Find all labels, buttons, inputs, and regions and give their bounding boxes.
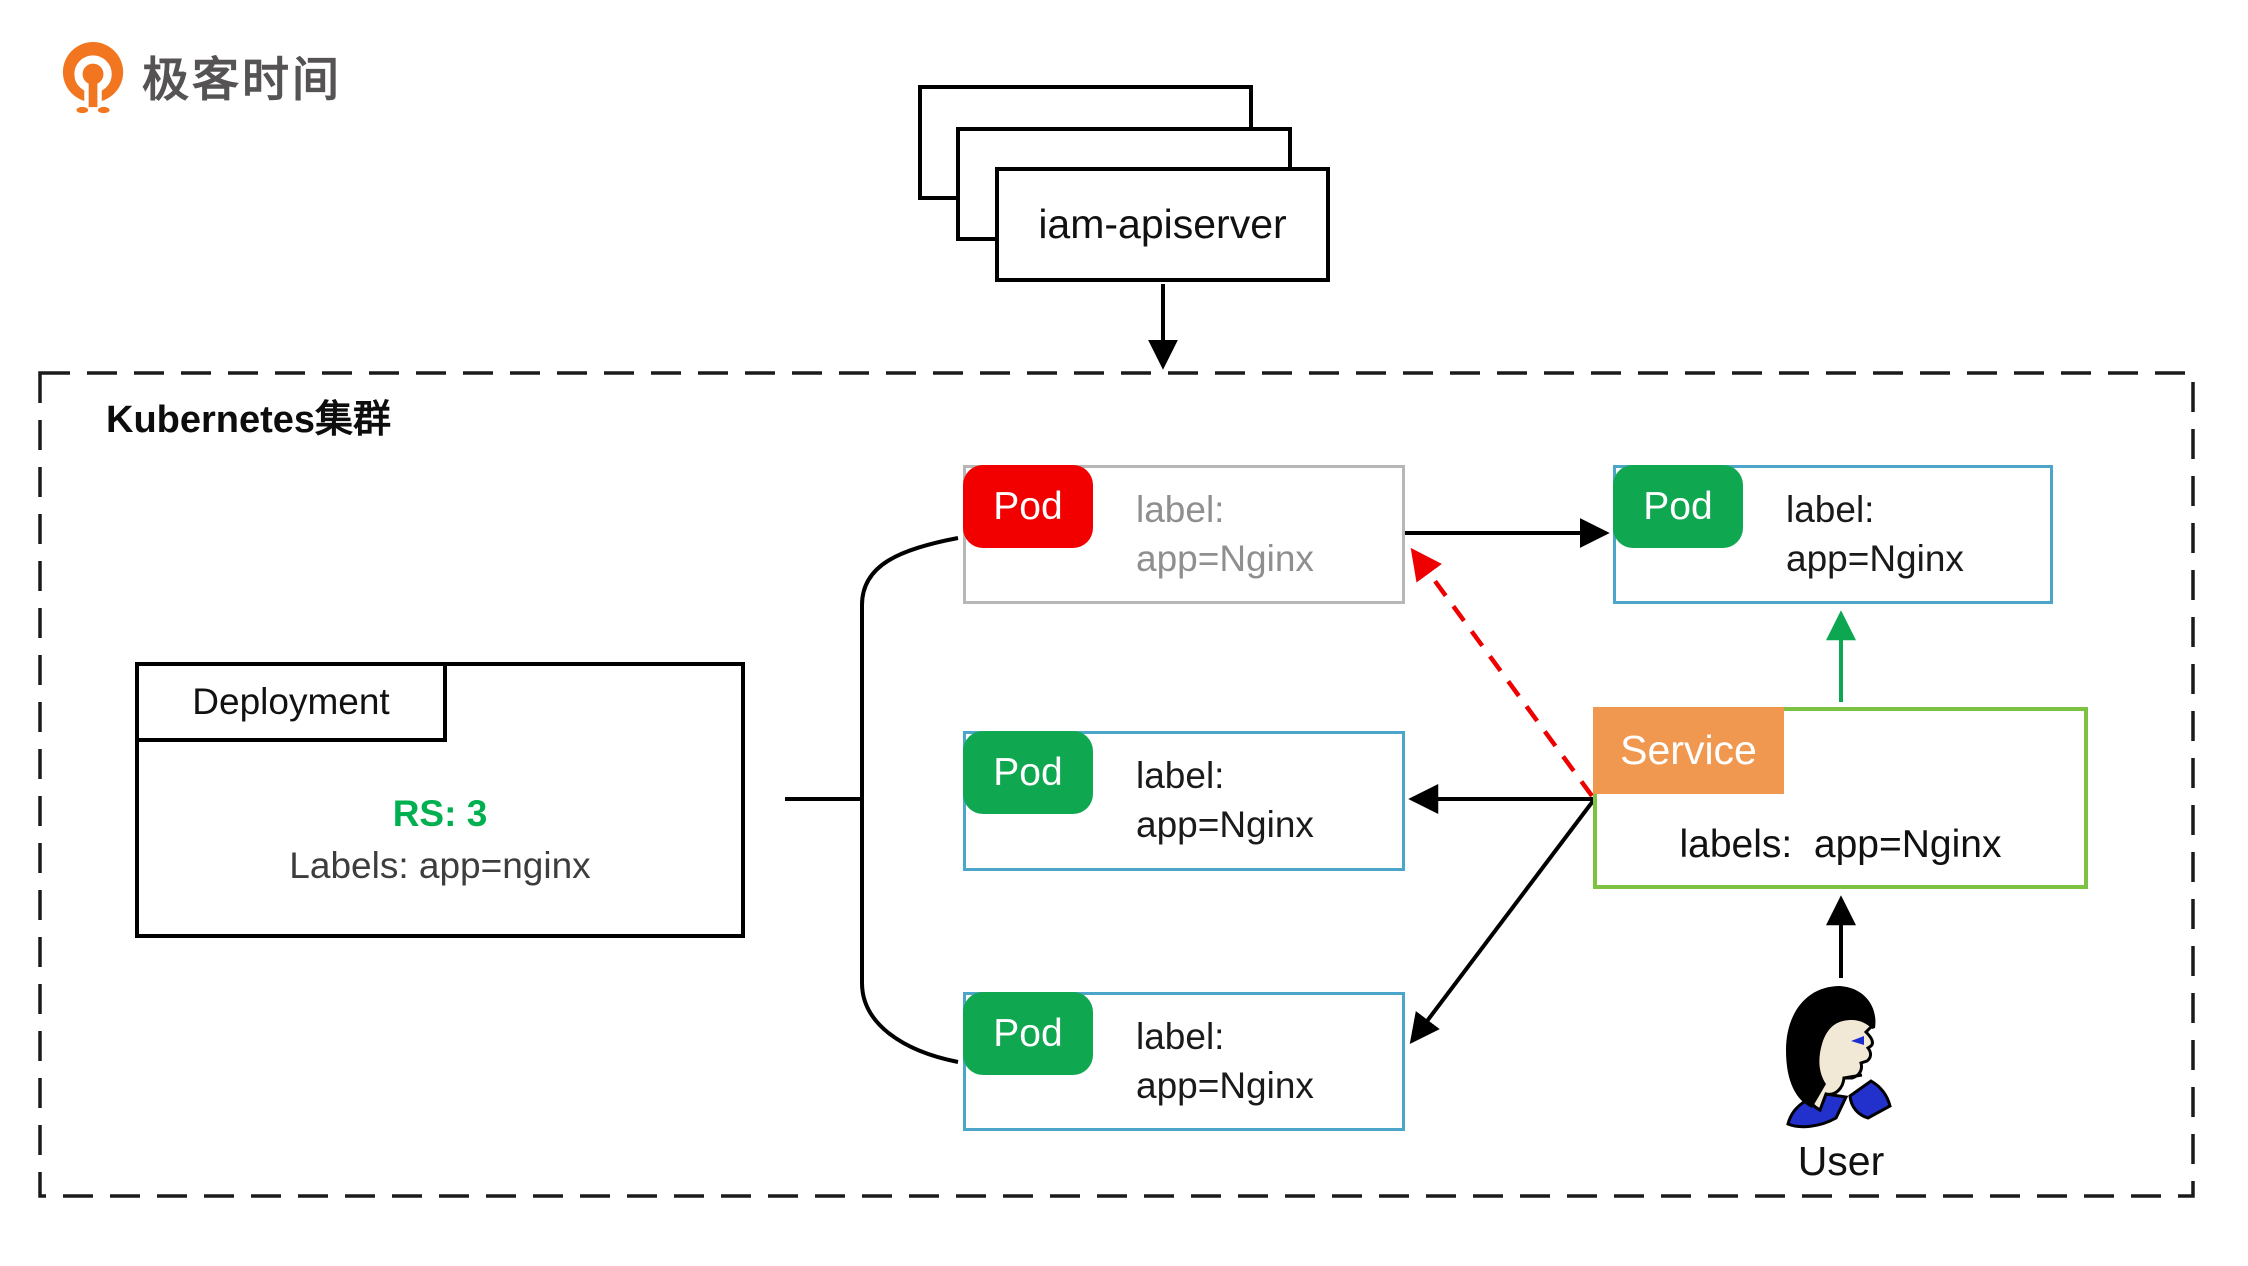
deployment-box: Deployment RS: 3 Labels: app=nginx xyxy=(135,662,745,938)
pod-box-3: Pod label: app=Nginx xyxy=(963,992,1405,1131)
pod-2-label: label: app=Nginx xyxy=(1136,734,1314,868)
service-badge: Service xyxy=(1593,707,1784,794)
pod-2-badge: Pod xyxy=(963,731,1093,814)
deployment-labels-line: Labels: app=nginx xyxy=(289,845,591,886)
pod-3-badge: Pod xyxy=(963,992,1093,1075)
geektime-logo: 极客时间 xyxy=(60,38,342,116)
pod-1-label-line1: label: xyxy=(1136,488,1225,530)
deployment-brace xyxy=(860,536,959,1064)
geektime-logo-icon xyxy=(62,42,124,114)
deployment-rs-line: RS: 3 xyxy=(392,793,488,834)
user-label: User xyxy=(1797,1138,1885,1184)
pod-4-label: label: app=Nginx xyxy=(1786,468,1964,601)
pod-3-label-line1: label: xyxy=(1136,1015,1225,1057)
service-labels-line: labels: app=Nginx xyxy=(1679,823,2002,866)
deployment-title-tab: Deployment xyxy=(135,662,447,742)
pod-box-1: Pod label: app=Nginx xyxy=(963,465,1405,604)
arrow-service-to-pod1-red-dashed xyxy=(1410,547,1594,798)
pod-2-label-line1: label: xyxy=(1136,755,1225,797)
arrow-service-to-pod3 xyxy=(1409,799,1595,1044)
apiserver-label: iam-apiserver xyxy=(1038,201,1287,247)
pod-4-badge: Pod xyxy=(1613,465,1743,548)
cluster-label: Kubernetes集群 xyxy=(106,399,392,441)
apiserver-stack-box-front: iam-apiserver xyxy=(995,167,1330,282)
pod-1-label: label: app=Nginx xyxy=(1136,468,1314,601)
pod-box-2: Pod label: app=Nginx xyxy=(963,731,1405,871)
deployment-title: Deployment xyxy=(192,681,390,722)
cluster-dashed-border xyxy=(38,371,2195,1198)
geektime-logo-text: 极客时间 xyxy=(142,52,342,106)
pod-3-label-line2: app=Nginx xyxy=(1136,1064,1314,1106)
pod-box-4: Pod label: app=Nginx xyxy=(1613,465,2053,604)
user-icon xyxy=(1786,986,1892,1129)
pod-1-badge: Pod xyxy=(963,465,1093,548)
deployment-body: RS: 3 Labels: app=nginx xyxy=(139,742,741,938)
service-box: Service labels: app=Nginx xyxy=(1593,707,2088,889)
pod-2-label-line2: app=Nginx xyxy=(1136,804,1314,845)
pod-4-label-line2: app=Nginx xyxy=(1786,537,1964,579)
pod-4-label-line1: label: xyxy=(1786,488,1875,530)
pod-1-label-line2: app=Nginx xyxy=(1136,537,1314,579)
pod-3-label: label: app=Nginx xyxy=(1136,995,1314,1128)
